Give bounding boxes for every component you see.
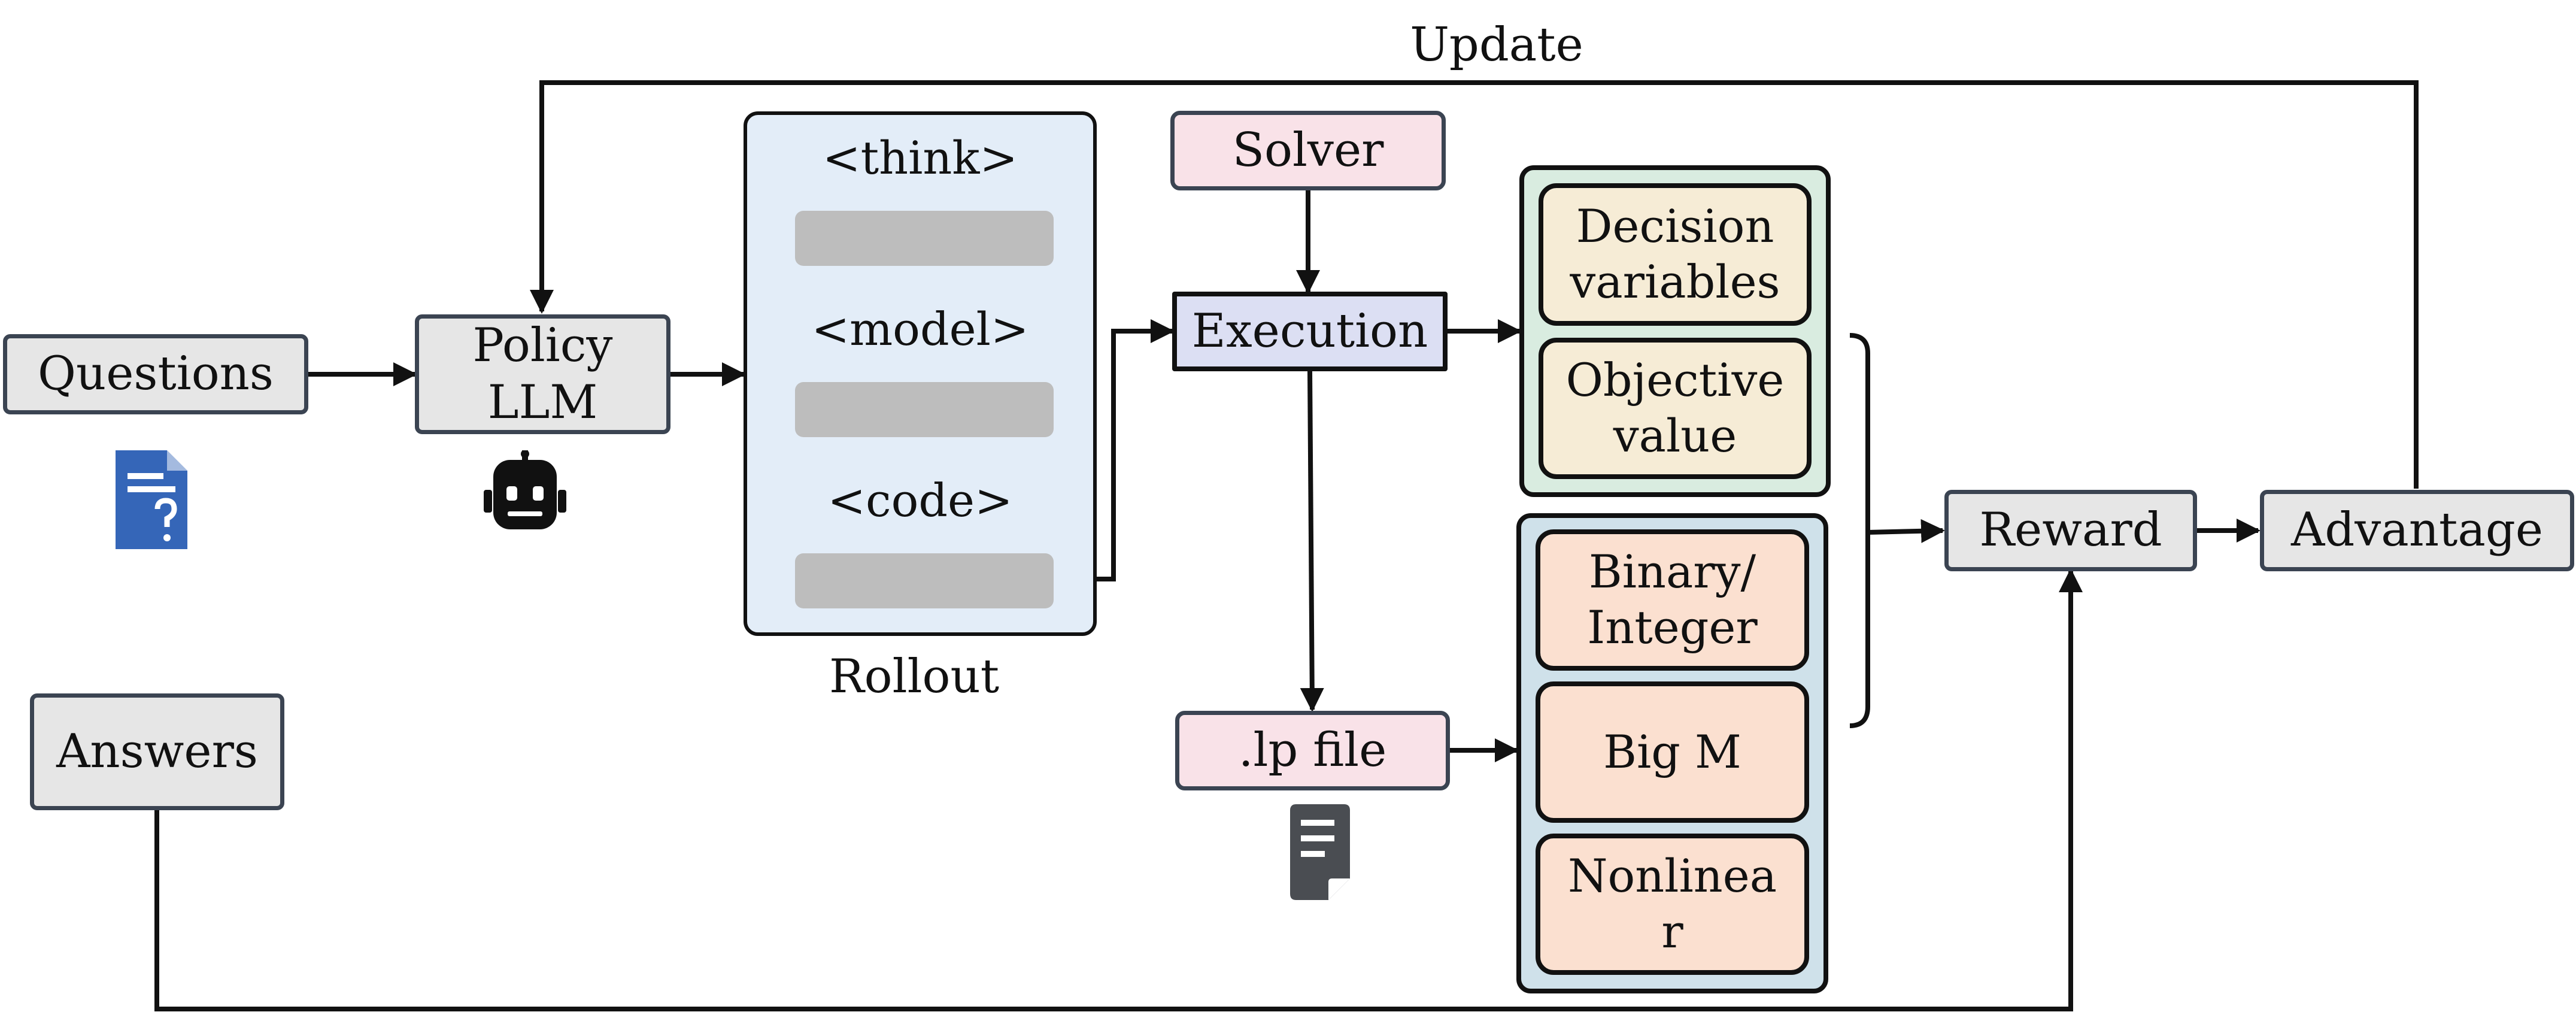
question-document-icon [116,450,187,549]
lp-file-box: .lp file [1175,711,1450,790]
binary-integer-box: Binary/ Integer [1536,529,1809,671]
solver-box: Solver [1170,111,1446,190]
rollout-panel: <think> <model> <code> [744,111,1097,636]
model-tag: <model> [811,302,1029,356]
answers-box: Answers [30,693,284,810]
arrow-brace-to-reward [1867,519,1945,543]
big-m-box: Big M [1536,681,1809,823]
think-placeholder-bar [795,211,1054,266]
arrow-answers-to-reward [154,568,2083,1011]
file-icon [1290,804,1350,900]
brace-to-reward [1849,333,1870,728]
decision-variables-box: Decision variables [1539,183,1812,326]
rollout-caption: Rollout [829,650,1000,704]
nonlinear-box: Nonlinea r [1536,834,1809,975]
execution-box: Execution [1172,292,1448,371]
objective-value-box: Objective value [1539,338,1812,479]
advantage-box: Advantage [2260,490,2574,571]
arrow-update-loop [530,80,2419,489]
code-tag: <code> [827,474,1013,527]
arrow-execution-to-lp-file [1300,371,1324,712]
think-tag: <think> [822,131,1018,184]
update-label: Update [1410,18,1583,72]
questions-box: Questions [3,334,308,414]
policy-llm-box: Policy LLM [415,314,670,434]
reward-box: Reward [1944,490,2197,571]
code-placeholder-bar [795,553,1054,608]
robot-icon [484,450,566,529]
model-placeholder-bar [795,382,1054,437]
